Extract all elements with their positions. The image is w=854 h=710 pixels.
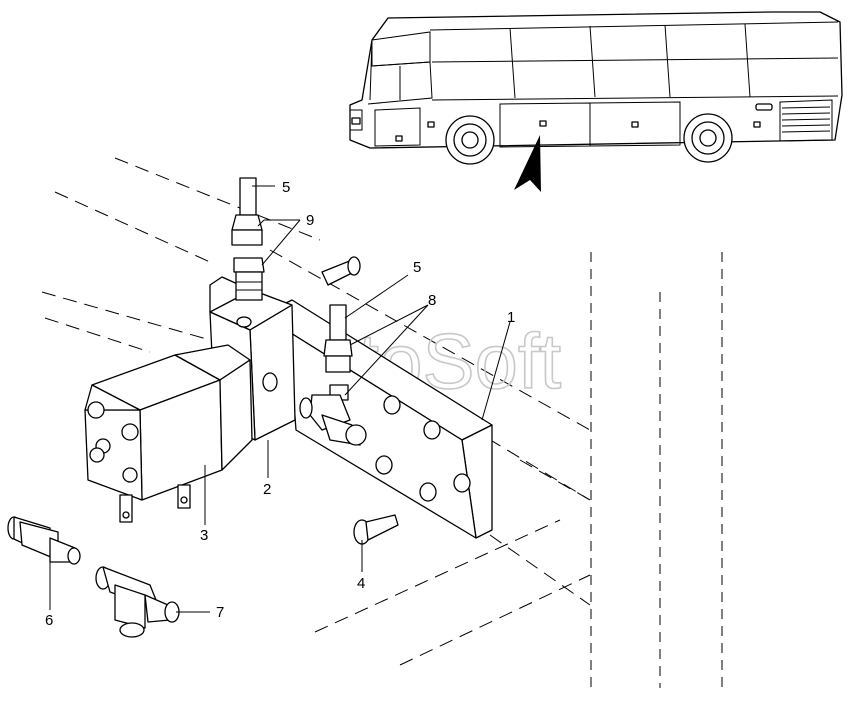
callout-5-top: 5: [282, 179, 290, 196]
callout-3: 3: [200, 527, 208, 544]
mounting-plate: [261, 299, 493, 539]
solenoid-valve: [84, 344, 253, 523]
callout-7: 7: [216, 604, 224, 621]
elbow-fitting: [299, 304, 367, 446]
self-tapping-screw: [353, 514, 399, 545]
callout-4: 4: [357, 575, 365, 592]
callout-5-middle: 5: [413, 259, 421, 276]
callout-2: 2: [263, 481, 271, 498]
callout-6: 6: [45, 612, 53, 629]
mounting-screw-top: [321, 256, 361, 286]
top-pipe-fitting: [231, 177, 265, 301]
callout-9: 9: [306, 212, 314, 229]
bus-illustration: [349, 11, 843, 192]
tee-connector: [95, 566, 180, 638]
leader-lines: [49, 185, 511, 613]
callout-8: 8: [428, 292, 436, 309]
callout-labels: 1 2 3 4 5 5 6 7 8 9: [45, 179, 515, 629]
straight-connector: [7, 516, 81, 565]
callout-1: 1: [507, 309, 515, 326]
location-arrow-icon: [514, 135, 541, 192]
